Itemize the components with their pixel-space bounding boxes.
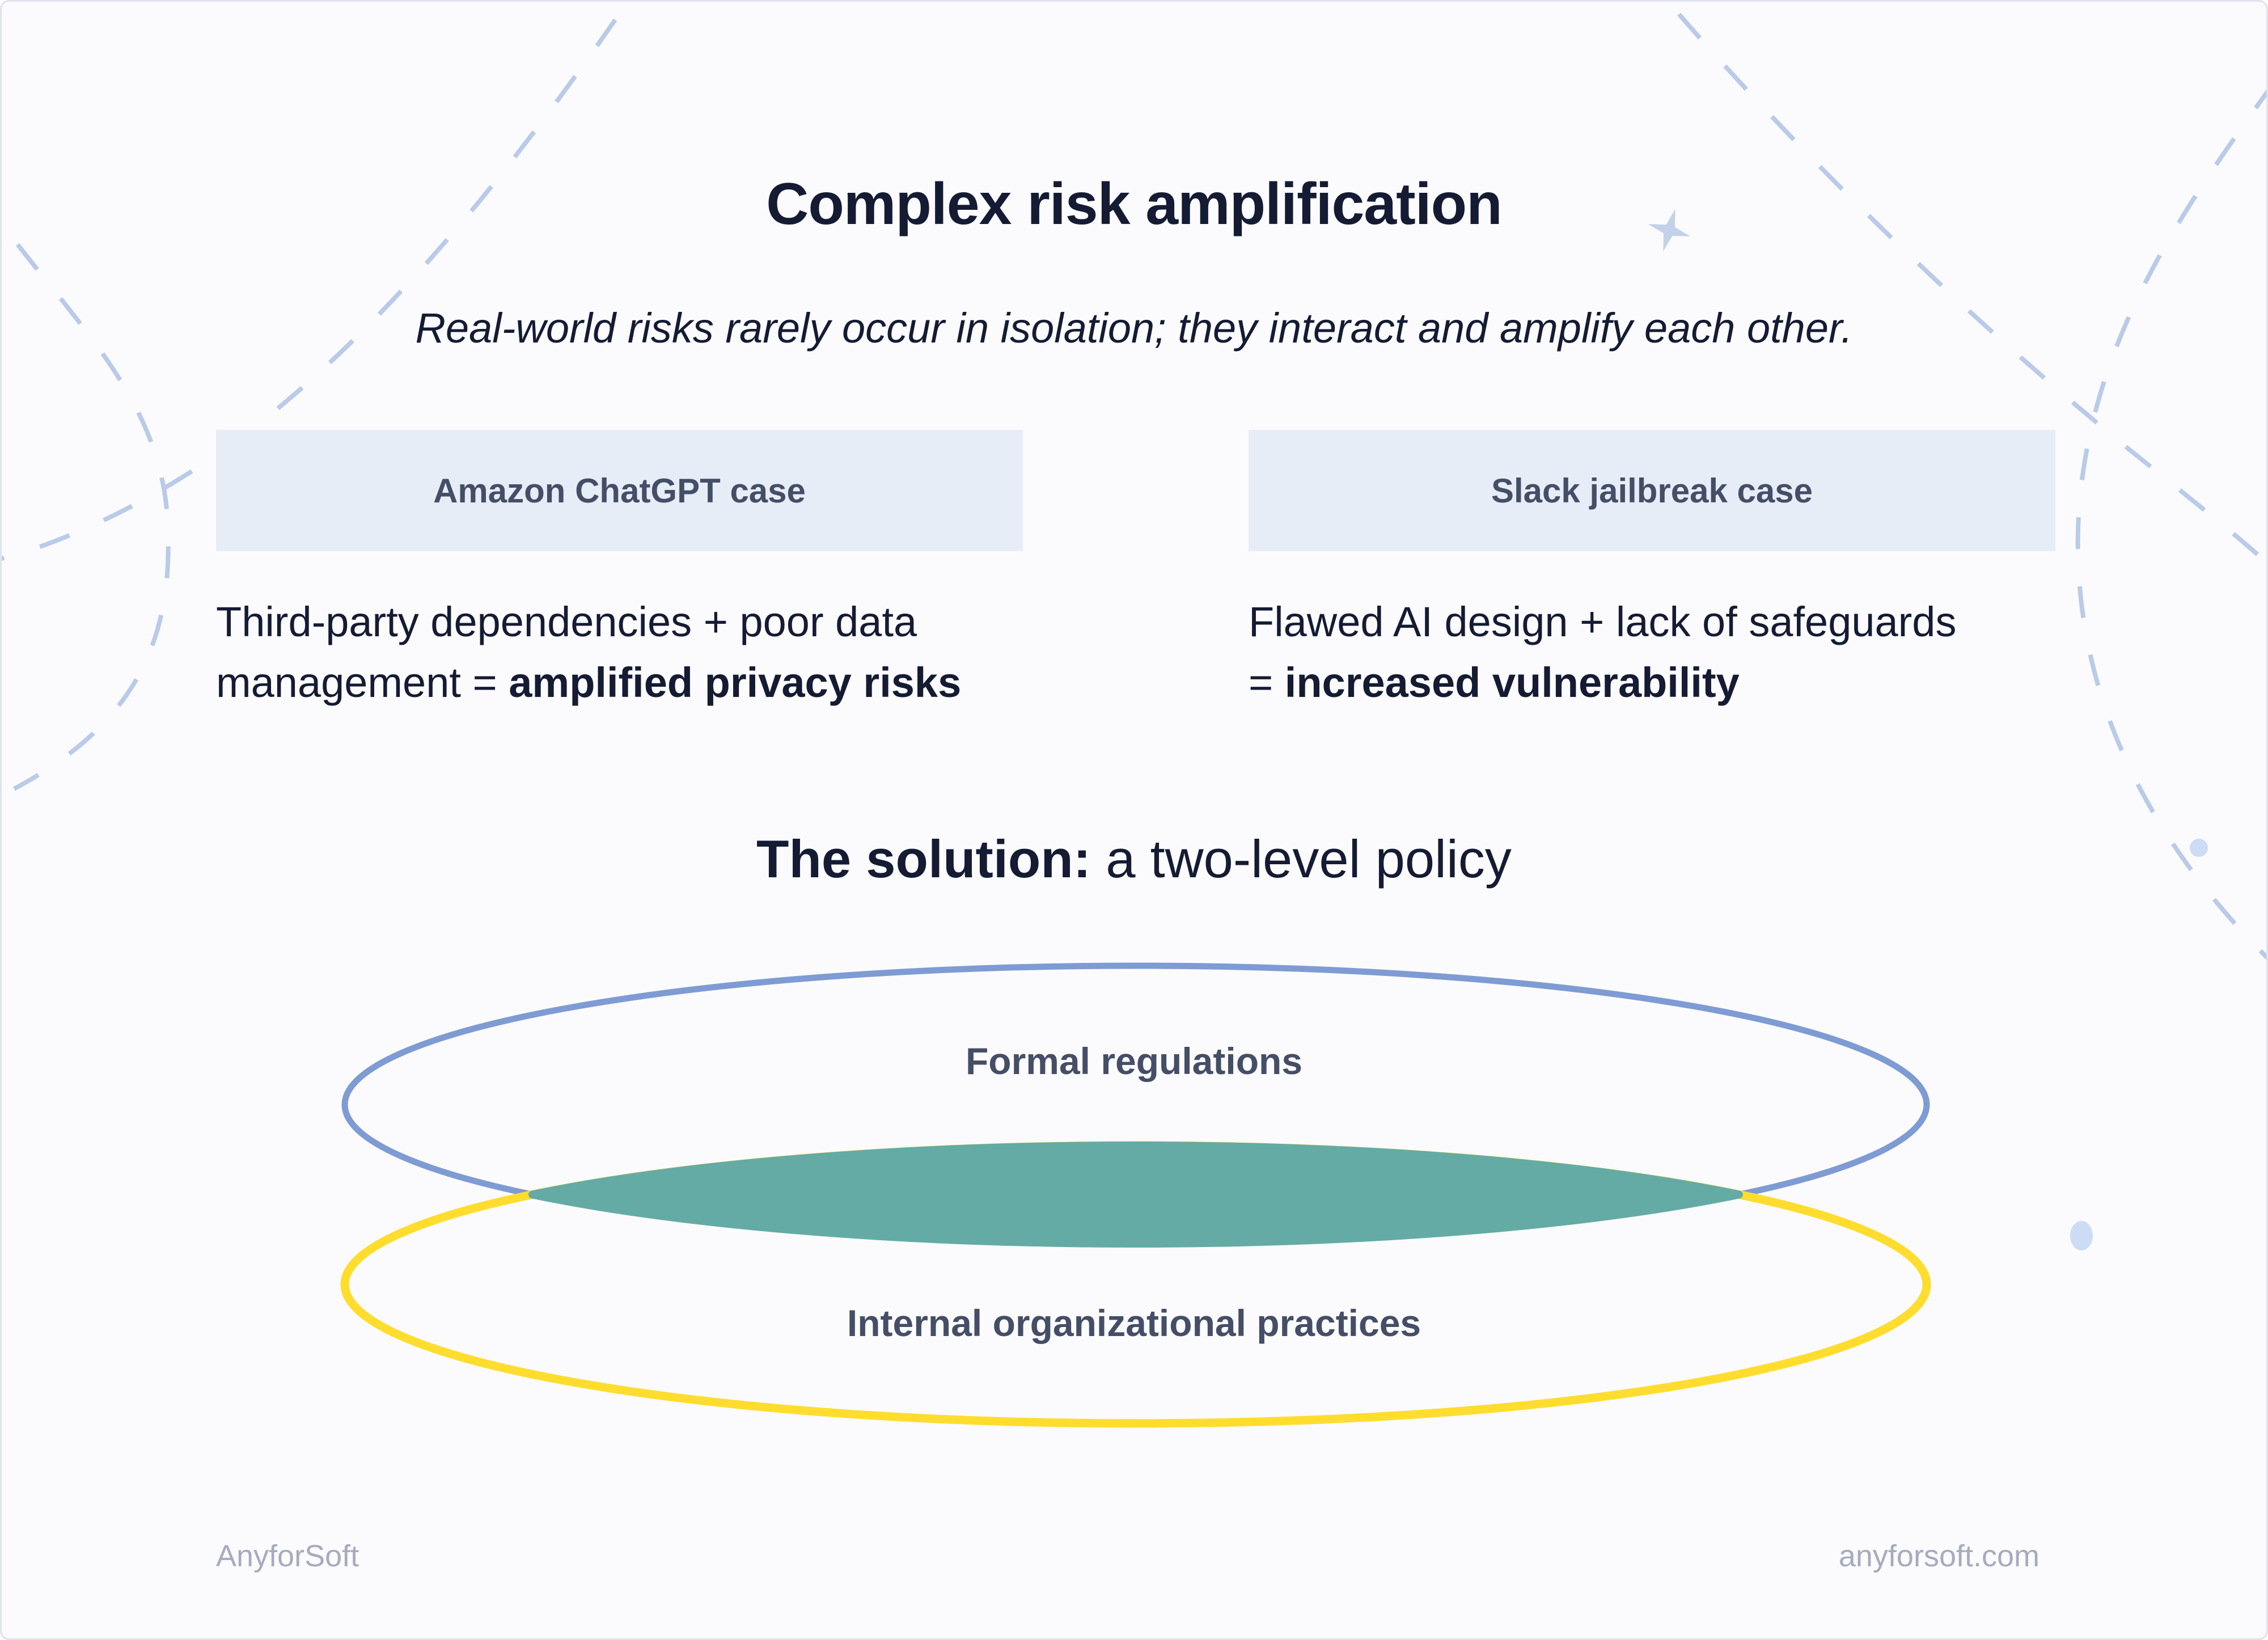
website-link: anyforsoft.com bbox=[1838, 1539, 2039, 1573]
venn-label-formal-regulations: Formal regulations bbox=[965, 1040, 1303, 1082]
venn-label-internal-practices: Internal organizational practices bbox=[847, 1302, 1421, 1344]
case-header-label: Amazon ChatGPT case bbox=[433, 471, 806, 510]
dot-icon bbox=[2070, 1221, 2093, 1250]
case-body-line1: Third-party dependencies + poor data bbox=[216, 598, 917, 645]
dot-icon bbox=[2190, 839, 2208, 857]
case-body-emphasis: amplified privacy risks bbox=[509, 659, 962, 706]
case-body-slack: Flawed AI design + lack of safeguards = i… bbox=[1249, 591, 2133, 713]
page-title: Complex risk amplification bbox=[766, 171, 1502, 237]
dashed-curve-top-left-long bbox=[2, 18, 617, 561]
solution-heading-regular: a two-level policy bbox=[1091, 829, 1512, 889]
solution-heading-bold: The solution: bbox=[756, 829, 1091, 889]
solution-heading: The solution: a two-level policy bbox=[2, 829, 2266, 890]
sparkle-icon bbox=[1648, 209, 1691, 252]
venn-overlap bbox=[528, 1141, 1743, 1248]
case-body-amazon: Third-party dependencies + poor data mana… bbox=[216, 591, 1101, 713]
case-body-line2: management = bbox=[216, 659, 509, 706]
case-header-slack: Slack jailbreak case bbox=[1249, 430, 2055, 551]
dashed-curve-left-hook bbox=[13, 243, 171, 791]
case-body-emphasis: increased vulnerability bbox=[1284, 659, 1740, 706]
case-card-slack: Slack jailbreak case Flawed AI design + … bbox=[1249, 430, 2055, 706]
case-card-amazon: Amazon ChatGPT case Third-party dependen… bbox=[216, 430, 1023, 706]
brand-logo-text: AnyforSoft bbox=[216, 1539, 359, 1573]
dashed-curve-right-hook bbox=[2075, 89, 2266, 960]
case-body-line1: Flawed AI design + lack of safeguards bbox=[1249, 598, 1957, 645]
case-header-label: Slack jailbreak case bbox=[1491, 471, 1813, 510]
case-header-amazon: Amazon ChatGPT case bbox=[216, 430, 1023, 551]
case-body-line2: = bbox=[1249, 659, 1285, 706]
subtitle: Real-world risks rarely occur in isolati… bbox=[415, 305, 1853, 352]
